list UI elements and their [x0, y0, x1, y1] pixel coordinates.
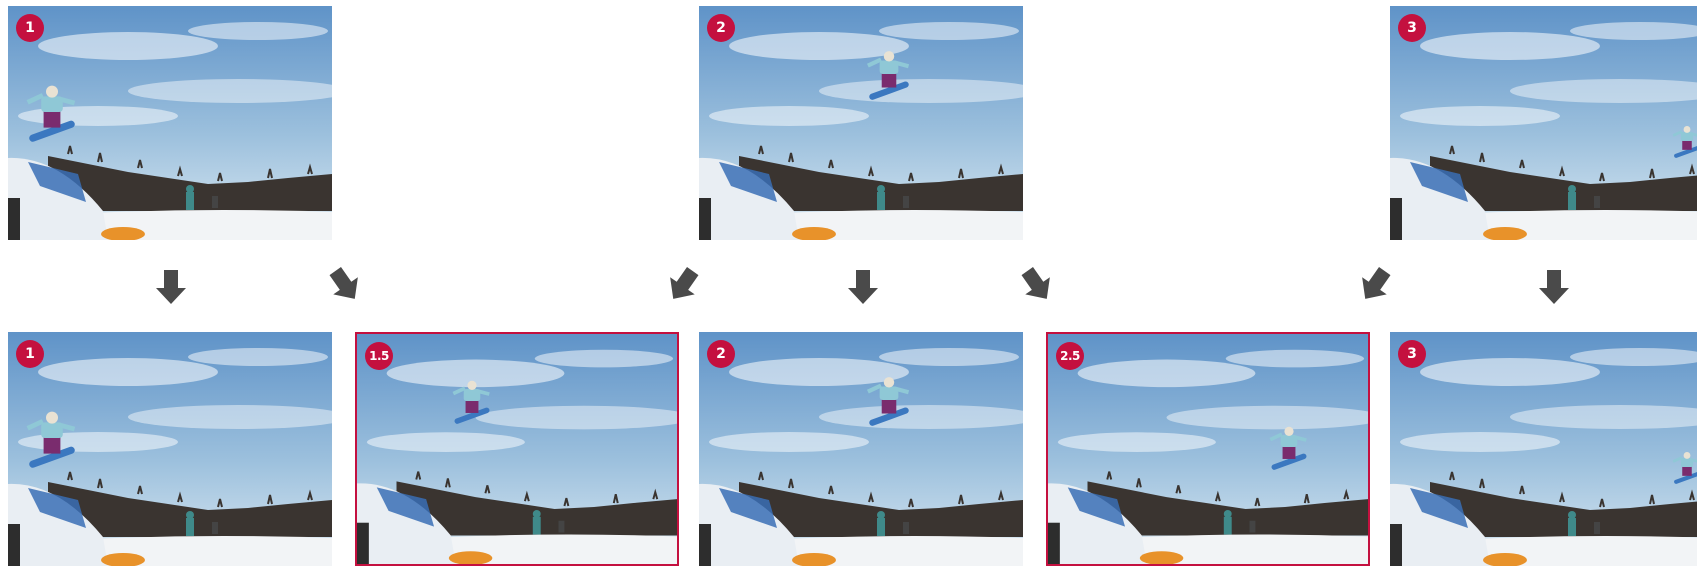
arrow-down-icon — [1537, 268, 1571, 306]
snowboard-scene-image — [699, 6, 1023, 240]
frame-badge: 2 — [707, 340, 735, 368]
frame-badge: 2.5 — [1056, 342, 1084, 370]
arrow-down-icon — [846, 268, 880, 306]
snowboard-scene-image — [1390, 332, 1697, 566]
top-frame-1: 1 — [8, 6, 332, 240]
frame-badge: 1.5 — [365, 342, 393, 370]
snowboard-scene-image — [699, 332, 1023, 566]
frame-badge: 3 — [1398, 340, 1426, 368]
top-frame-2: 2 — [699, 6, 1023, 240]
bottom-frame-3: 3 — [1390, 332, 1697, 566]
snowboarder-figure — [22, 82, 82, 142]
bottom-frame-2: 2 — [699, 332, 1023, 566]
arrow-diagonal-down-right-icon — [328, 266, 362, 304]
snowboard-scene-image — [1390, 6, 1697, 240]
snowboard-scene-image — [1048, 334, 1368, 564]
snowboarder-figure — [863, 48, 915, 100]
arrow-diagonal-down-left-icon — [666, 266, 700, 304]
bottom-frame-1-5-interpolated: 1.5 — [355, 332, 679, 566]
arrow-diagonal-down-right-icon — [1020, 266, 1054, 304]
snowboarder-figure — [1670, 124, 1697, 158]
snowboard-scene-image — [357, 334, 677, 564]
arrow-diagonal-down-left-icon — [1358, 266, 1392, 304]
snowboarder-figure — [22, 408, 82, 468]
top-frame-3: 3 — [1390, 6, 1697, 240]
snowboarder-figure — [1266, 424, 1312, 470]
frame-badge: 1 — [16, 14, 44, 42]
bottom-frame-2-5-interpolated: 2.5 — [1046, 332, 1370, 566]
snowboarder-figure — [1670, 450, 1697, 484]
frame-badge: 1 — [16, 340, 44, 368]
snowboarder-figure — [449, 378, 495, 424]
bottom-frame-1: 1 — [8, 332, 332, 566]
arrow-down-icon — [154, 268, 188, 306]
frame-badge: 2 — [707, 14, 735, 42]
frame-badge: 3 — [1398, 14, 1426, 42]
snowboarder-figure — [863, 374, 915, 426]
